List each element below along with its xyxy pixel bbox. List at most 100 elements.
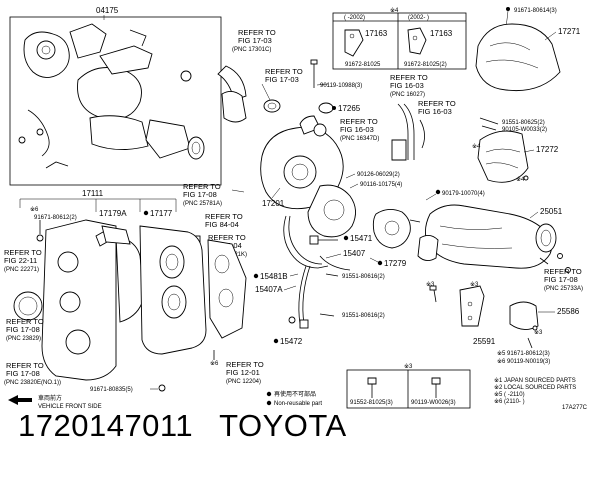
svg-text:FIG 17-08: FIG 17-08 [6, 369, 40, 378]
svg-text:91551-80625(2): 91551-80625(2) [502, 120, 545, 126]
inset-04175: 04175 [9, 6, 222, 186]
refer-17-03-a[interactable]: REFER TO FIG 17-03 (PNC 17301C) [232, 28, 276, 53]
svg-text:※1 JAPAN SOURCED PARTS: ※1 JAPAN SOURCED PARTS [494, 377, 576, 384]
svg-text:FIG 84-04: FIG 84-04 [205, 220, 239, 229]
nonreuse-legend: 再使用不可部品 Non-reusable part [266, 390, 322, 407]
part-number: 1720147011 [18, 408, 194, 443]
svg-text:FIG 16-03: FIG 16-03 [418, 107, 452, 116]
svg-text:REFER TO: REFER TO [208, 233, 246, 242]
svg-text:( -2002): ( -2002) [344, 15, 365, 21]
svg-text:15481B: 15481B [260, 272, 288, 281]
svg-text:REFER TO: REFER TO [6, 361, 44, 370]
svg-text:25586: 25586 [557, 307, 580, 316]
svg-text:REFER TO: REFER TO [226, 360, 264, 369]
water-pipes [391, 103, 425, 161]
svg-text:REFER TO: REFER TO [205, 212, 243, 221]
svg-text:91671-80614(3): 91671-80614(3) [514, 8, 557, 14]
svg-text:REFER TO: REFER TO [544, 267, 582, 276]
bracket-25586: 25586 ※3 [509, 301, 580, 336]
svg-text:※6: ※6 [30, 206, 39, 213]
svg-text:15472: 15472 [280, 337, 303, 346]
svg-text:91672-81025: 91672-81025 [345, 62, 381, 68]
refer-17-08-b[interactable]: REFER TO FIG 17-08 (PNC 23829) [6, 317, 44, 342]
svg-text:90119-W0026(3): 90119-W0026(3) [411, 400, 456, 406]
svg-text:※5 ( -2110): ※5 ( -2110) [494, 391, 525, 398]
svg-text:FIG 22-11: FIG 22-11 [4, 256, 37, 265]
svg-text:25591: 25591 [473, 337, 496, 346]
svg-text:15407: 15407 [343, 249, 366, 258]
label-15471: 15471 [343, 234, 373, 243]
svg-text:※4: ※4 [516, 176, 525, 183]
svg-text:REFER TO: REFER TO [265, 67, 303, 76]
svg-text:REFER TO: REFER TO [390, 73, 428, 82]
gasket-17177: 17177 [143, 209, 247, 339]
svg-text:FIG 16-03: FIG 16-03 [390, 81, 424, 90]
svg-text:※5: ※5 [497, 350, 506, 357]
svg-text:90119-N0019(3): 90119-N0019(3) [507, 359, 550, 365]
svg-text:※6: ※6 [497, 358, 506, 365]
svg-text:(PNC 23829): (PNC 23829) [6, 336, 41, 342]
svg-text:REFER TO: REFER TO [238, 28, 276, 37]
refer-16-03-b[interactable]: REFER TO FIG 16-03 [418, 99, 456, 116]
svg-text:(PNC 22271): (PNC 22271) [4, 267, 39, 273]
drawing-code: 17A277C [562, 405, 588, 411]
svg-text:※4: ※4 [390, 7, 399, 14]
refer-17-03-b[interactable]: REFER TO FIG 17-03 [265, 67, 303, 84]
svg-text:※6: ※6 [210, 360, 219, 367]
svg-text:※2 LOCAL SOURCED PARTS: ※2 LOCAL SOURCED PARTS [494, 384, 576, 391]
label-15472: 15472 [273, 337, 303, 346]
manifold-17111: 17111 [19, 189, 207, 381]
vehicle-front-arrow: 車両前方 VEHICLE FRONT SIDE [8, 394, 102, 410]
bolt-91551-80616-a: 91551-80616(2) [325, 273, 385, 280]
nut-90179-10070: 90179-10070(4) [425, 189, 485, 201]
svg-text:REFER TO: REFER TO [340, 117, 378, 126]
refer-84-04-a[interactable]: REFER TO FIG 84-04 [205, 212, 243, 229]
svg-text:91552-81025(3): 91552-81025(3) [350, 400, 393, 406]
svg-text:(PNC 17301C): (PNC 17301C) [232, 47, 271, 53]
svg-text:91551-80616(2): 91551-80616(2) [342, 274, 385, 280]
label-17279: 17279 [369, 257, 407, 268]
refer-12-01[interactable]: REFER TO FIG 12-01 (PNC 12204) [226, 360, 264, 385]
refer-22-11[interactable]: REFER TO FIG 22-11 (PNC 22271) [4, 248, 42, 273]
bolts-right-bottom: ※5 91671-80612(3) ※6 90119-N0019(3) [497, 337, 550, 365]
svg-text:15407A: 15407A [255, 285, 283, 294]
svg-text:90119-10988(3): 90119-10988(3) [320, 83, 362, 89]
svg-text:FIG 16-03: FIG 16-03 [340, 125, 374, 134]
refer-17-08-a[interactable]: REFER TO FIG 17-08 (PNC 25781A) [183, 182, 245, 207]
svg-text:90126-06029(2): 90126-06029(2) [357, 172, 400, 178]
svg-text:※4: ※4 [472, 143, 481, 150]
svg-text:(PNC 23820E(NO.1)): (PNC 23820E(NO.1)) [4, 380, 61, 386]
bolt-91551-80616-b: 91551-80616(2) [319, 313, 385, 319]
converter-25051: 25051 [417, 204, 571, 273]
refer-16-03-a[interactable]: REFER TO FIG 16-03 (PNC 16027) [390, 73, 428, 98]
refer-17-08-c[interactable]: REFER TO FIG 17-08 (PNC 23820E(NO.1)) [4, 361, 61, 386]
label-15407A: 15407A [255, 285, 297, 294]
svg-text:17265: 17265 [338, 104, 361, 113]
svg-text:再使用不可部品: 再使用不可部品 [274, 390, 316, 398]
intake-hose [217, 65, 281, 123]
turbocharger-17201: 17201 [260, 115, 356, 238]
svg-text:(PNC 25781A): (PNC 25781A) [183, 201, 222, 207]
gasket-17179A: 17179A [95, 209, 131, 247]
svg-text:REFER TO: REFER TO [418, 99, 456, 108]
svg-text:(PNC 25733A): (PNC 25733A) [544, 286, 583, 292]
label-15481B: 15481B [253, 272, 299, 281]
svg-text:(PNC 16027): (PNC 16027) [390, 92, 425, 98]
gasket-17265: 17265 [318, 102, 361, 114]
svg-text:91671-80612(2): 91671-80612(2) [34, 215, 77, 221]
svg-text:※3: ※3 [404, 363, 413, 370]
source-legend: ※1 JAPAN SOURCED PARTS ※2 LOCAL SOURCED … [494, 377, 588, 411]
svg-text:(PNC 12204): (PNC 12204) [226, 379, 261, 385]
label-04175: 04175 [96, 6, 119, 15]
svg-text:REFER TO: REFER TO [183, 182, 221, 191]
oil-pipes [283, 215, 351, 329]
refer-17-08-d[interactable]: REFER TO FIG 17-08 (PNC 25733A) [544, 267, 583, 292]
svg-text:17201: 17201 [262, 199, 285, 208]
svg-text:※3: ※3 [426, 281, 435, 288]
svg-text:17163: 17163 [365, 29, 388, 38]
bolt-91671-80612: ※6 91671-80612(2) [30, 206, 77, 242]
refer-16-03-c[interactable]: REFER TO FIG 16-03 (PNC 16347D) [340, 117, 379, 142]
svg-text:VEHICLE FRONT SIDE: VEHICLE FRONT SIDE [38, 404, 102, 410]
